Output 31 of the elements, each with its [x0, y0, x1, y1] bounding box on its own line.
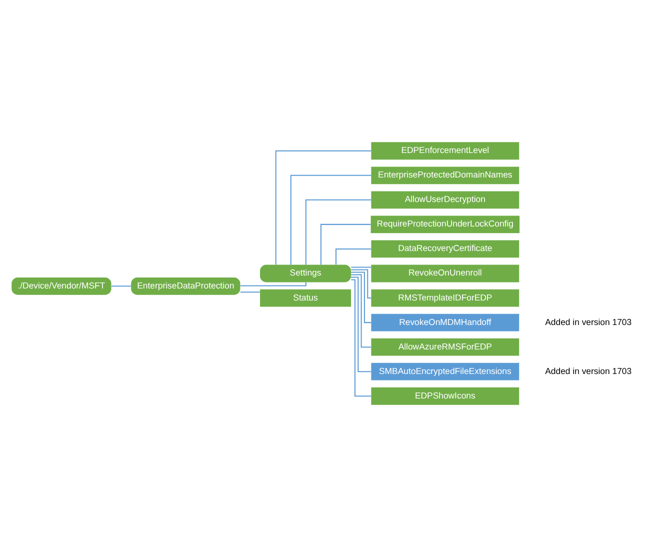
connector	[351, 272, 372, 324]
connector	[335, 248, 372, 265]
connector	[240, 282, 306, 286]
connector	[320, 224, 371, 265]
node-box: SMBAutoEncryptedFileExtensions	[371, 362, 520, 380]
node-box: RevokeOnMDMHandoff	[371, 314, 520, 332]
node-box: AllowUserDecryption	[371, 191, 520, 209]
node-box: Status	[260, 289, 351, 307]
node-box: ./Device/Vendor/MSFT	[12, 277, 112, 295]
node-box: AllowAzureRMSForEDP	[371, 338, 520, 356]
node-box: DataRecoveryCertificate	[371, 240, 520, 258]
node-label: Added in version 1703	[545, 366, 632, 376]
node-box: EnterpriseProtectedDomainNames	[371, 166, 520, 184]
node-label: Added in version 1703	[545, 316, 632, 327]
connector	[240, 292, 260, 293]
node-box: EDPEnforcementLevel	[371, 142, 520, 160]
node-box: EnterpriseDataProtection	[131, 277, 240, 295]
connector	[275, 150, 372, 265]
node-box: RevokeOnUnenroll	[371, 264, 520, 282]
node-box: RMSTemplateIDForEDP	[371, 289, 520, 307]
node-box: Settings	[260, 264, 351, 282]
connector	[305, 199, 372, 265]
node-box: RequireProtectionUnderLockConfig	[370, 216, 520, 234]
connector	[351, 269, 372, 299]
connector	[351, 266, 371, 268]
connector	[351, 279, 372, 397]
connector	[290, 174, 372, 265]
connector	[351, 274, 371, 348]
connector	[351, 276, 371, 372]
connector	[112, 286, 132, 287]
node-box: EDPShowIcons	[371, 387, 520, 405]
